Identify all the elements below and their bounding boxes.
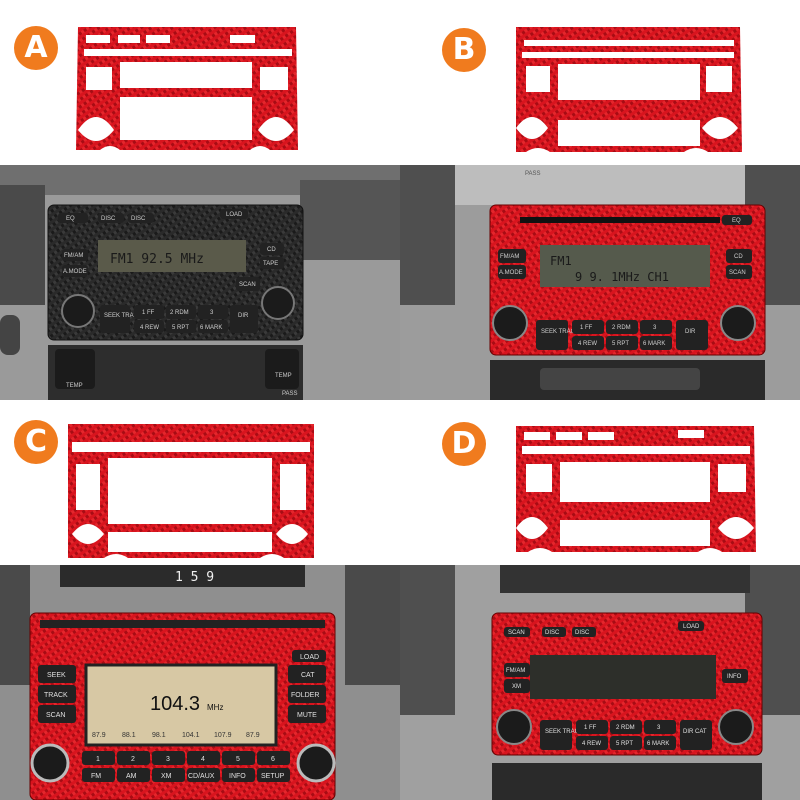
svg-text:1 FF: 1 FF xyxy=(142,310,155,316)
svg-text:SCAN: SCAN xyxy=(239,282,256,288)
svg-text:SEEK TRACK: SEEK TRACK xyxy=(541,329,579,335)
svg-text:FM/AM: FM/AM xyxy=(64,253,83,259)
svg-text:CAT: CAT xyxy=(301,672,315,679)
svg-text:87.9: 87.9 xyxy=(92,732,106,739)
option-d[interactable]: D SCAN DISC DISC LOAD FM/AM XM INFO SEEK… xyxy=(400,400,800,800)
svg-text:4 REW: 4 REW xyxy=(140,325,159,331)
svg-text:TEMP: TEMP xyxy=(66,383,83,389)
svg-text:3: 3 xyxy=(166,756,170,763)
svg-text:5 RPT: 5 RPT xyxy=(612,341,629,347)
svg-text:1 FF: 1 FF xyxy=(580,325,593,331)
svg-text:TEMP: TEMP xyxy=(275,373,292,379)
svg-text:EQ: EQ xyxy=(66,216,75,222)
option-c[interactable]: C 1 5 9 104.3 MHz 87.9 88.1 98.1 104.1 1… xyxy=(0,400,400,800)
svg-text:PASS: PASS xyxy=(282,391,298,397)
option-a-trim-panel xyxy=(76,27,298,150)
option-b-display-line2: 9 9. 1MHz CH1 xyxy=(575,270,669,284)
option-b-trim-panel xyxy=(516,27,742,152)
option-c-trim-panel xyxy=(68,424,314,558)
svg-text:SEEK TRACK: SEEK TRACK xyxy=(545,729,583,735)
svg-text:CD/AUX: CD/AUX xyxy=(188,773,215,780)
svg-text:DISC: DISC xyxy=(545,630,560,636)
svg-text:FM: FM xyxy=(91,773,101,780)
svg-text:INFO: INFO xyxy=(727,674,742,680)
svg-text:6 MARK: 6 MARK xyxy=(643,341,665,347)
svg-text:DISC: DISC xyxy=(101,216,116,222)
option-c-dashboard-photo: 1 5 9 104.3 MHz 87.9 88.1 98.1 104.1 107… xyxy=(0,565,400,800)
option-a[interactable]: A FM1 92.5 MHz EQ DISC DISC LOAD FM/AM A… xyxy=(0,0,400,400)
svg-text:4: 4 xyxy=(201,756,205,763)
svg-text:2 RDM: 2 RDM xyxy=(612,325,631,331)
svg-text:LOAD: LOAD xyxy=(300,654,319,661)
svg-text:6 MARK: 6 MARK xyxy=(200,325,222,331)
svg-text:A.MODE: A.MODE xyxy=(63,269,87,275)
svg-text:4 REW: 4 REW xyxy=(582,741,601,747)
option-c-badge: C xyxy=(14,420,58,464)
svg-text:SCAN: SCAN xyxy=(46,712,65,719)
svg-text:EQ: EQ xyxy=(732,218,741,224)
option-b-display-line1: FM1 xyxy=(550,254,572,268)
svg-text:DIR: DIR xyxy=(238,313,249,319)
svg-text:DISC: DISC xyxy=(131,216,146,222)
svg-text:5 RPT: 5 RPT xyxy=(172,325,189,331)
option-a-display: FM1 92.5 MHz xyxy=(110,252,204,267)
svg-text:CD: CD xyxy=(267,247,276,253)
svg-text:3: 3 xyxy=(210,310,214,316)
svg-text:3: 3 xyxy=(657,725,661,731)
svg-text:6: 6 xyxy=(271,756,275,763)
svg-text:DIR CAT: DIR CAT xyxy=(683,729,707,735)
svg-text:INFO: INFO xyxy=(229,773,246,780)
svg-text:2: 2 xyxy=(131,756,135,763)
svg-text:98.1: 98.1 xyxy=(152,732,166,739)
svg-text:DIR: DIR xyxy=(685,329,696,335)
option-d-dashboard-photo: SCAN DISC DISC LOAD FM/AM XM INFO SEEK T… xyxy=(400,565,800,800)
svg-text:6 MARK: 6 MARK xyxy=(647,741,669,747)
svg-text:MUTE: MUTE xyxy=(297,712,317,719)
svg-text:3: 3 xyxy=(653,325,657,331)
svg-text:104.1: 104.1 xyxy=(182,732,200,739)
svg-text:LOAD: LOAD xyxy=(226,212,243,218)
option-b[interactable]: B PASS FM1 9 9. 1MHz CH1 EQ FM/AM A.MODE… xyxy=(400,0,800,400)
svg-text:FOLDER: FOLDER xyxy=(291,692,319,699)
svg-text:XM: XM xyxy=(512,684,521,690)
svg-text:SCAN: SCAN xyxy=(729,270,746,276)
svg-text:XM: XM xyxy=(161,773,172,780)
svg-text:SEEK: SEEK xyxy=(47,672,66,679)
svg-text:107.9: 107.9 xyxy=(214,732,232,739)
option-d-trim-panel xyxy=(516,426,756,552)
option-c-frequency: 104.3 xyxy=(150,693,200,715)
svg-text:LOAD: LOAD xyxy=(683,624,700,630)
option-d-badge: D xyxy=(442,422,486,466)
svg-text:SETUP: SETUP xyxy=(261,773,285,780)
option-a-badge: A xyxy=(14,26,58,70)
option-c-clock: 1 5 9 xyxy=(175,570,214,585)
svg-text:AM: AM xyxy=(126,773,137,780)
option-a-dashboard-photo: FM1 92.5 MHz EQ DISC DISC LOAD FM/AM A.M… xyxy=(0,165,400,400)
svg-text:4 REW: 4 REW xyxy=(578,341,597,347)
option-b-dashboard-photo: PASS FM1 9 9. 1MHz CH1 EQ FM/AM A.MODE C… xyxy=(400,165,800,400)
svg-text:CD: CD xyxy=(734,254,743,260)
option-c-frequency-unit: MHz xyxy=(207,703,223,712)
svg-text:87.9: 87.9 xyxy=(246,732,260,739)
svg-text:SEEK TRACK: SEEK TRACK xyxy=(104,313,142,319)
svg-text:TAPE: TAPE xyxy=(263,261,278,267)
svg-text:2 RDM: 2 RDM xyxy=(616,725,635,731)
svg-text:2 RDM: 2 RDM xyxy=(170,310,189,316)
svg-text:PASS: PASS xyxy=(525,171,541,177)
svg-text:TRACK: TRACK xyxy=(44,692,68,699)
svg-text:FM/AM: FM/AM xyxy=(500,254,519,260)
svg-text:FM/AM: FM/AM xyxy=(506,668,525,674)
svg-text:SCAN: SCAN xyxy=(508,630,525,636)
svg-text:5: 5 xyxy=(236,756,240,763)
svg-text:5 RPT: 5 RPT xyxy=(616,741,633,747)
svg-text:1 FF: 1 FF xyxy=(584,725,597,731)
svg-text:DISC: DISC xyxy=(575,630,590,636)
svg-text:1: 1 xyxy=(96,756,100,763)
svg-text:88.1: 88.1 xyxy=(122,732,136,739)
svg-text:A.MODE: A.MODE xyxy=(499,270,523,276)
option-b-badge: B xyxy=(442,28,486,72)
